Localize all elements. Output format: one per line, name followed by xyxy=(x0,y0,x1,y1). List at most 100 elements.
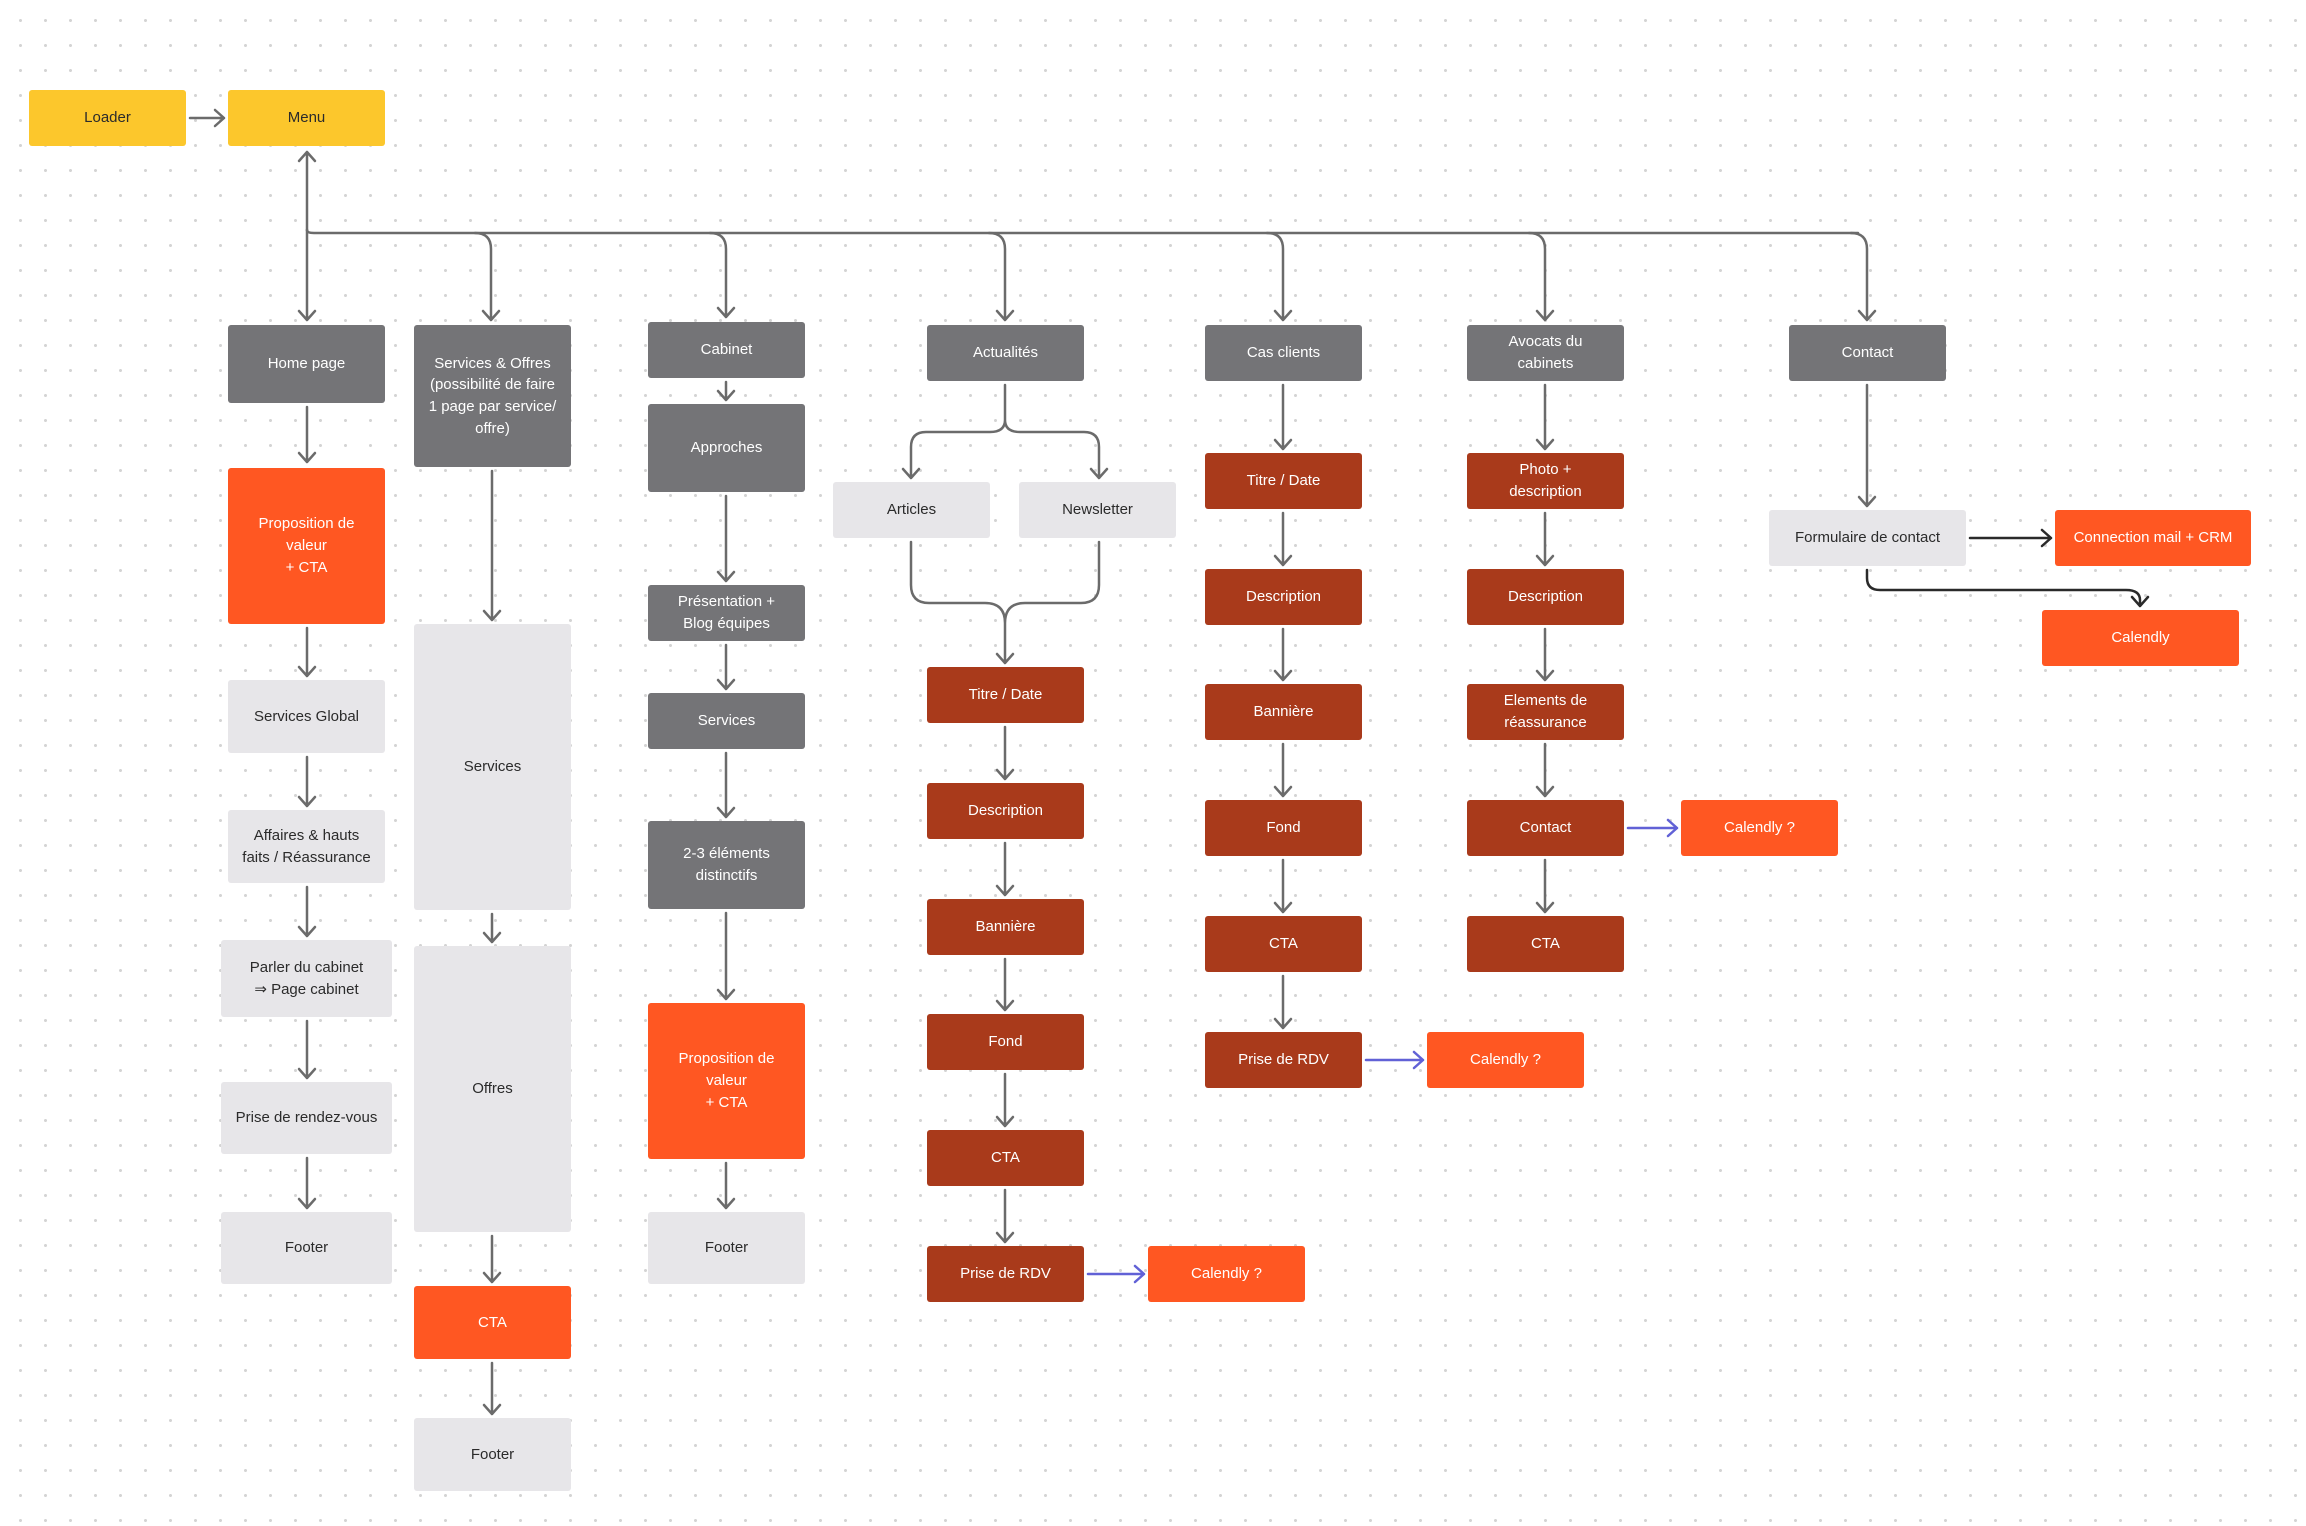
actu-split xyxy=(901,383,1109,480)
cas-clients-node[interactable]: Cas clients xyxy=(1205,325,1362,381)
contact-node[interactable]: Contact xyxy=(1789,325,1946,381)
cab-arrow-5 xyxy=(716,911,736,1001)
actu-merge xyxy=(909,540,1101,665)
cc-calendly-node[interactable]: Calendly ? xyxy=(1427,1032,1584,1088)
cab-arrow-4 xyxy=(716,751,736,819)
cc-fond-node[interactable]: Fond xyxy=(1205,800,1362,856)
cc-arrow-5 xyxy=(1273,858,1293,914)
loader-node[interactable]: Loader xyxy=(29,90,186,146)
connection-crm-node[interactable]: Connection mail + CRM xyxy=(2055,510,2251,566)
actu-fond-node[interactable]: Fond xyxy=(927,1014,1084,1070)
branch-cabinet xyxy=(708,231,736,319)
cc-prise-rdv-node[interactable]: Prise de RDV xyxy=(1205,1032,1362,1088)
contact-calendly-node[interactable]: Calendly xyxy=(2042,610,2239,666)
cabinet-node[interactable]: Cabinet xyxy=(648,322,805,378)
actu-calendly-node[interactable]: Calendly ? xyxy=(1148,1246,1305,1302)
cc-description-node[interactable]: Description xyxy=(1205,569,1362,625)
home-rendez-vous-node[interactable]: Prise de rendez-vous xyxy=(221,1082,392,1154)
loader-menu-arrow xyxy=(188,108,226,128)
actu-description-node[interactable]: Description xyxy=(927,783,1084,839)
affaires-reassurance-node[interactable]: Affaires & hauts faits / Réassurance xyxy=(228,810,385,883)
cabinet-value-proposition-node[interactable]: Proposition de valeur + CTA xyxy=(648,1003,805,1159)
cabinet-services-node[interactable]: Services xyxy=(648,693,805,749)
branch-home xyxy=(297,228,317,322)
cc-calendly-arrow xyxy=(1364,1050,1425,1070)
actu-arrow-1 xyxy=(995,725,1015,781)
actu-prise-rdv-node[interactable]: Prise de RDV xyxy=(927,1246,1084,1302)
cab-arrow-1 xyxy=(716,380,736,402)
branch-trunk xyxy=(305,228,1860,235)
so-offres-node[interactable]: Offres xyxy=(414,946,571,1232)
av-photo-description-node[interactable]: Photo + description xyxy=(1467,453,1624,509)
cabinet-footer-node[interactable]: Footer xyxy=(648,1212,805,1284)
menu-node[interactable]: Menu xyxy=(228,90,385,146)
home-arrow-1 xyxy=(297,405,317,464)
avocats-node[interactable]: Avocats du cabinets xyxy=(1467,325,1624,381)
actu-arrow-5 xyxy=(995,1188,1015,1244)
articles-node[interactable]: Articles xyxy=(833,482,990,538)
av-arrow-1 xyxy=(1535,383,1555,451)
home-arrow-2 xyxy=(297,626,317,678)
av-elements-reassurance-node[interactable]: Elements de réassurance xyxy=(1467,684,1624,740)
formulaire-contact-node[interactable]: Formulaire de contact xyxy=(1769,510,1966,566)
cc-titre-date-node[interactable]: Titre / Date xyxy=(1205,453,1362,509)
cc-arrow-3 xyxy=(1273,627,1293,682)
branch-services-offres xyxy=(473,231,501,322)
cab-arrow-2 xyxy=(716,494,736,583)
actu-banniere-node[interactable]: Bannière xyxy=(927,899,1084,955)
services-offres-node[interactable]: Services & Offres (possibilité de faire … xyxy=(414,325,571,467)
so-arrow-1 xyxy=(482,469,502,622)
cc-arrow-2 xyxy=(1273,511,1293,567)
av-arrow-4 xyxy=(1535,742,1555,798)
actualites-node[interactable]: Actualités xyxy=(927,325,1084,381)
so-footer-node[interactable]: Footer xyxy=(414,1418,571,1491)
so-arrow-2 xyxy=(482,912,502,944)
actu-titre-date-node[interactable]: Titre / Date xyxy=(927,667,1084,723)
branch-actualites xyxy=(987,231,1015,322)
contact-arrow-1 xyxy=(1857,383,1877,508)
home-arrow-3 xyxy=(297,755,317,808)
av-arrow-5 xyxy=(1535,858,1555,914)
actu-arrow-4 xyxy=(995,1072,1015,1128)
actu-calendly-arrow xyxy=(1086,1264,1146,1284)
cc-arrow-6 xyxy=(1273,974,1293,1030)
av-calendly-node[interactable]: Calendly ? xyxy=(1681,800,1838,856)
so-arrow-4 xyxy=(482,1361,502,1416)
av-description-node[interactable]: Description xyxy=(1467,569,1624,625)
cc-arrow-1 xyxy=(1273,383,1293,451)
av-contact-node[interactable]: Contact xyxy=(1467,800,1624,856)
contact-calendly-arrow xyxy=(1865,568,2150,608)
cab-arrow-3 xyxy=(716,643,736,691)
cc-cta-node[interactable]: CTA xyxy=(1205,916,1362,972)
so-arrow-3 xyxy=(482,1234,502,1284)
elements-distinctifs-node[interactable]: 2-3 éléments distinctifs xyxy=(648,821,805,909)
branch-avocats xyxy=(1527,231,1555,322)
so-services-node[interactable]: Services xyxy=(414,624,571,910)
av-cta-node[interactable]: CTA xyxy=(1467,916,1624,972)
cc-banniere-node[interactable]: Bannière xyxy=(1205,684,1362,740)
branch-contact xyxy=(1849,231,1877,322)
newsletter-node[interactable]: Newsletter xyxy=(1019,482,1176,538)
av-arrow-2 xyxy=(1535,511,1555,567)
parler-cabinet-node[interactable]: Parler du cabinet ⇒ Page cabinet xyxy=(221,940,392,1017)
cc-arrow-4 xyxy=(1273,742,1293,798)
branch-cas-clients xyxy=(1265,231,1293,322)
home-value-proposition-node[interactable]: Proposition de valeur + CTA xyxy=(228,468,385,624)
home-page-node[interactable]: Home page xyxy=(228,325,385,403)
menu-up-arrow xyxy=(297,150,317,232)
actu-cta-node[interactable]: CTA xyxy=(927,1130,1084,1186)
actu-arrow-3 xyxy=(995,957,1015,1012)
actu-arrow-2 xyxy=(995,841,1015,897)
approches-node[interactable]: Approches xyxy=(648,404,805,492)
home-arrow-4 xyxy=(297,885,317,938)
av-calendly-arrow xyxy=(1626,818,1679,838)
services-global-node[interactable]: Services Global xyxy=(228,680,385,753)
av-arrow-3 xyxy=(1535,627,1555,682)
so-cta-node[interactable]: CTA xyxy=(414,1286,571,1359)
home-arrow-5 xyxy=(297,1019,317,1080)
cab-arrow-6 xyxy=(716,1161,736,1210)
contact-crm-arrow xyxy=(1968,528,2053,548)
home-footer-node[interactable]: Footer xyxy=(221,1212,392,1284)
presentation-blog-node[interactable]: Présentation + Blog équipes xyxy=(648,585,805,641)
